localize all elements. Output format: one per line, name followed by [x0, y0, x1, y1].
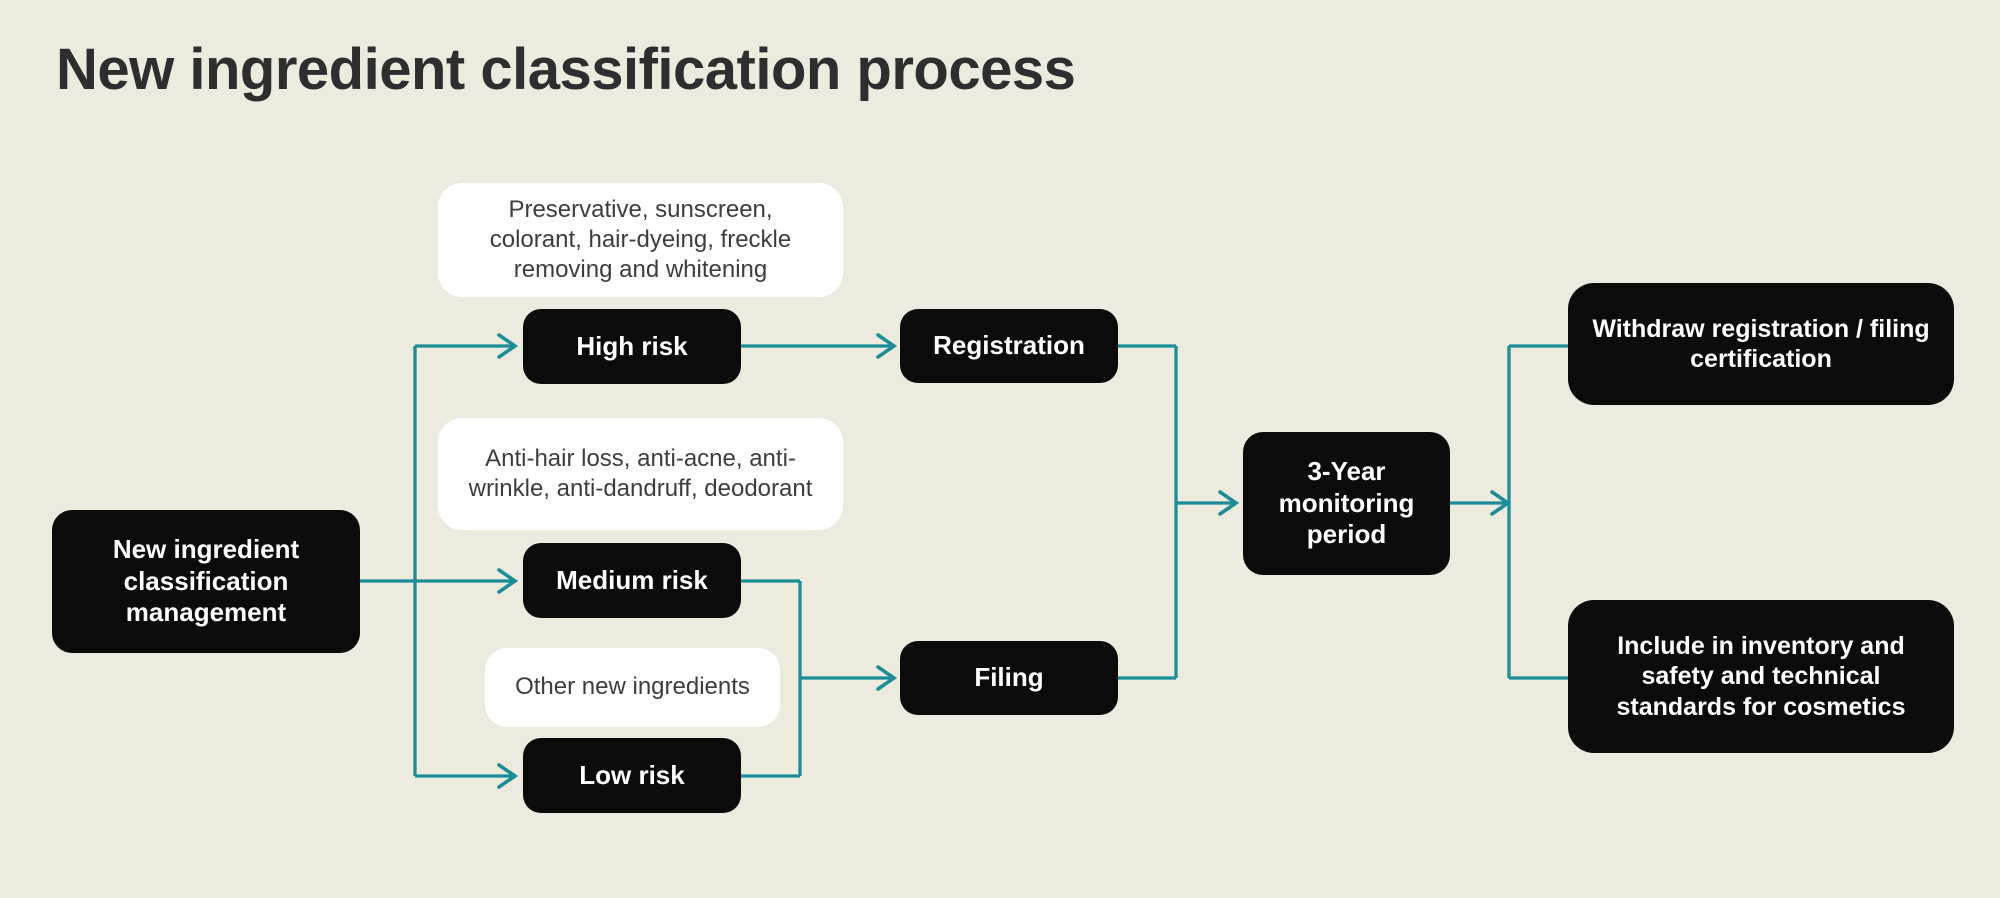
- node-label: New ingredient classification management: [112, 533, 300, 628]
- arrowhead-chevrons: [497, 333, 1512, 789]
- connector-registration-filing-to-monitoring: [1118, 344, 1236, 680]
- note-medium-risk-examples: Anti-hair loss, anti-acne, anti-wrinkle,…: [438, 418, 843, 530]
- node-label: Withdraw registration / filing certifica…: [1592, 314, 1930, 374]
- node-registration: Registration: [900, 309, 1118, 383]
- connector-management-branch: [360, 344, 515, 778]
- note-label: Preservative, sunscreen, colorant, hair-…: [489, 195, 792, 284]
- note-low-risk-examples: Other new ingredients: [485, 648, 780, 727]
- node-low-risk: Low risk: [523, 738, 741, 813]
- node-label: High risk: [576, 330, 688, 361]
- node-new-ingredient-classification-management: New ingredient classification management: [52, 510, 360, 653]
- page-title: New ingredient classification process: [56, 37, 1076, 102]
- note-high-risk-examples: Preservative, sunscreen, colorant, hair-…: [438, 183, 843, 297]
- node-label: Medium risk: [556, 564, 708, 595]
- node-high-risk: High risk: [523, 309, 741, 384]
- node-label: Low risk: [579, 759, 685, 790]
- node-3-year-monitoring-period: 3-Year monitoring period: [1243, 432, 1450, 575]
- note-label: Other new ingredients: [515, 673, 750, 701]
- node-label: 3-Year monitoring period: [1278, 455, 1415, 550]
- node-label: Include in inventory and safety and tech…: [1616, 631, 1906, 721]
- node-medium-risk: Medium risk: [523, 543, 741, 618]
- node-label: Registration: [933, 330, 1085, 361]
- note-label: Anti-hair loss, anti-acne, anti-wrinkle,…: [468, 444, 813, 502]
- node-include-in-inventory: Include in inventory and safety and tech…: [1568, 600, 1954, 753]
- node-label: Filing: [974, 662, 1044, 693]
- node-filing: Filing: [900, 641, 1118, 715]
- node-withdraw-registration: Withdraw registration / filing certifica…: [1568, 283, 1954, 405]
- connector-to-outcomes: [1507, 344, 1568, 680]
- connector-medium-low-to-filing: [741, 579, 894, 778]
